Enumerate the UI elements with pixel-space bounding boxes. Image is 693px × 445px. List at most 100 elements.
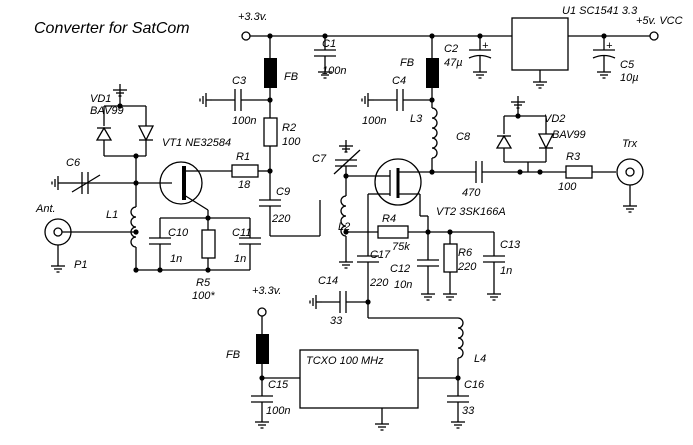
trx-connector bbox=[616, 158, 644, 186]
svg-text:VD1: VD1 bbox=[90, 93, 111, 105]
svg-text:100n: 100n bbox=[322, 65, 346, 77]
svg-text:75k: 75k bbox=[392, 241, 410, 253]
resistor-r4 bbox=[377, 225, 409, 239]
svg-text:C9: C9 bbox=[276, 186, 290, 198]
capacitor-c5 bbox=[592, 36, 616, 79]
inductor-l2 bbox=[340, 195, 347, 237]
svg-text:VT1 NE32584: VT1 NE32584 bbox=[162, 137, 231, 149]
svg-text:C7: C7 bbox=[312, 153, 327, 165]
oscillator-tcxo bbox=[299, 349, 419, 409]
svg-text:18: 18 bbox=[238, 179, 251, 191]
svg-text:100: 100 bbox=[282, 136, 301, 148]
svg-text:100: 100 bbox=[558, 181, 577, 193]
svg-text:100n: 100n bbox=[362, 115, 386, 127]
resistor-r2 bbox=[263, 117, 278, 147]
regulator-u1-label: U1 SC1541 3.3 bbox=[562, 5, 638, 17]
inductor-l3 bbox=[431, 107, 438, 159]
capacitor-c12 bbox=[417, 232, 439, 301]
resistor-r3 bbox=[565, 165, 593, 179]
capacitor-c17 bbox=[357, 193, 380, 302]
svg-text:C8: C8 bbox=[456, 131, 471, 143]
capacitor-c13 bbox=[483, 232, 505, 301]
trx-label: Trx bbox=[622, 138, 638, 150]
capacitor-c1 bbox=[314, 36, 336, 79]
resistor-r1 bbox=[231, 164, 259, 178]
diode-vd2 bbox=[495, 116, 555, 163]
svg-text:C16: C16 bbox=[464, 379, 485, 391]
svg-text:C13: C13 bbox=[500, 239, 521, 251]
ferrite-bead-2 bbox=[426, 58, 439, 88]
svg-text:BAV99: BAV99 bbox=[90, 105, 124, 117]
supply-label-3v3: +3.3v. bbox=[238, 11, 267, 23]
svg-text:C6: C6 bbox=[66, 157, 81, 169]
svg-text:33: 33 bbox=[462, 405, 475, 417]
svg-text:100n: 100n bbox=[232, 115, 256, 127]
svg-text:R2: R2 bbox=[282, 122, 296, 134]
svg-text:100*: 100* bbox=[192, 290, 215, 302]
svg-text:220: 220 bbox=[457, 261, 477, 273]
transistor-vt2 bbox=[374, 158, 432, 206]
svg-text:C2: C2 bbox=[444, 43, 458, 55]
resistor-r5 bbox=[201, 229, 216, 259]
svg-text:+3.3v.: +3.3v. bbox=[252, 285, 281, 297]
svg-text:47µ: 47µ bbox=[444, 57, 463, 69]
capacitor-c6 bbox=[51, 172, 101, 194]
oscillator-tcxo-label: TCXO 100 MHz bbox=[306, 355, 384, 367]
capacitor-c10 bbox=[149, 218, 171, 270]
supply-terminal-vcc bbox=[649, 31, 659, 41]
capacitor-c16 bbox=[447, 378, 469, 429]
svg-text:C15: C15 bbox=[268, 379, 289, 391]
ferrite-bead-3 bbox=[256, 334, 269, 364]
svg-text:10µ: 10µ bbox=[620, 72, 639, 84]
regulator-u1 bbox=[511, 17, 569, 71]
svg-text:R1: R1 bbox=[236, 151, 250, 163]
svg-text:10n: 10n bbox=[394, 279, 412, 291]
svg-text:C4: C4 bbox=[392, 75, 406, 87]
svg-text:C11: C11 bbox=[232, 227, 251, 239]
ferrite-bead-1 bbox=[264, 58, 277, 88]
svg-text:VD2: VD2 bbox=[544, 113, 565, 125]
svg-text:C10: C10 bbox=[168, 227, 189, 239]
supply-terminal-3v3-bottom bbox=[257, 307, 267, 317]
svg-text:R6: R6 bbox=[458, 247, 473, 259]
supply-label-vcc: +5v. VCC bbox=[636, 15, 683, 27]
svg-text:+: + bbox=[482, 40, 489, 52]
svg-text:C1: C1 bbox=[322, 38, 336, 50]
svg-text:P1: P1 bbox=[74, 259, 87, 271]
svg-text:C5: C5 bbox=[620, 59, 635, 71]
capacitor-c7 bbox=[333, 139, 375, 177]
capacitor-c2 bbox=[468, 36, 492, 79]
svg-text:33: 33 bbox=[330, 315, 343, 327]
svg-text:1n: 1n bbox=[234, 253, 246, 265]
capacitor-c3 bbox=[199, 89, 270, 111]
svg-text:1n: 1n bbox=[170, 253, 182, 265]
svg-text:220: 220 bbox=[369, 277, 389, 289]
svg-text:L1: L1 bbox=[106, 209, 118, 221]
svg-text:FB: FB bbox=[226, 349, 240, 361]
svg-text:C14: C14 bbox=[318, 275, 338, 287]
svg-text:+: + bbox=[606, 40, 613, 52]
transistor-vt1 bbox=[136, 161, 209, 211]
svg-text:220: 220 bbox=[271, 213, 291, 225]
svg-text:R4: R4 bbox=[382, 213, 396, 225]
svg-text:C12: C12 bbox=[390, 263, 410, 275]
svg-text:100n: 100n bbox=[266, 405, 290, 417]
svg-text:C17: C17 bbox=[370, 249, 391, 261]
capacitor-c9 bbox=[259, 199, 320, 237]
schematic-title: Converter for SatCom bbox=[34, 20, 190, 37]
svg-text:R3: R3 bbox=[566, 151, 581, 163]
inductor-l4 bbox=[457, 317, 464, 359]
svg-text:VT2 3SK166A: VT2 3SK166A bbox=[436, 206, 506, 218]
resistor-r6 bbox=[443, 243, 458, 273]
capacitor-c14 bbox=[309, 291, 368, 313]
svg-text:C3: C3 bbox=[232, 75, 247, 87]
inductor-l1 bbox=[130, 206, 137, 248]
svg-text:BAV99: BAV99 bbox=[552, 129, 586, 141]
capacitor-c4 bbox=[361, 89, 432, 111]
svg-text:L3: L3 bbox=[410, 113, 423, 125]
capacitor-c11 bbox=[239, 218, 261, 270]
svg-text:470: 470 bbox=[462, 187, 481, 199]
diode-vd1 bbox=[95, 106, 155, 157]
supply-terminal-3v3 bbox=[241, 31, 251, 41]
